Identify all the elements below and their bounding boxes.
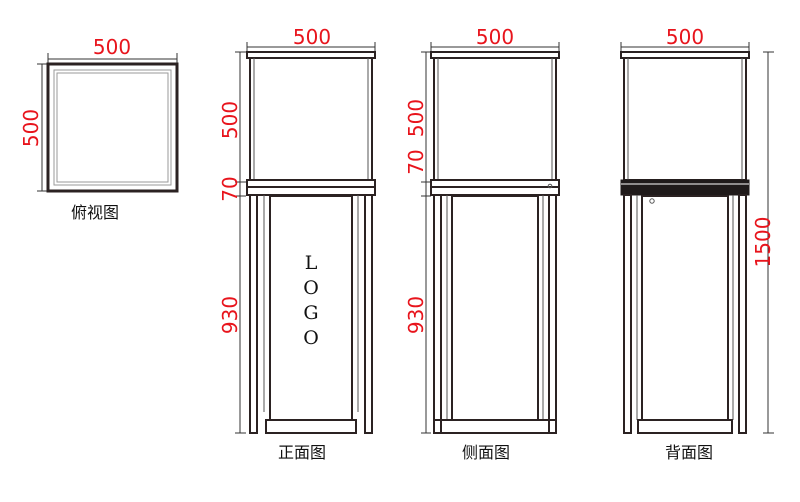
top-view-caption: 俯视图 — [71, 203, 119, 222]
front-base-height-label: 930 — [218, 296, 242, 334]
back-view-caption: 背面图 — [665, 443, 713, 462]
side-band-height-label: 70 — [404, 149, 428, 174]
front-plinth — [265, 419, 357, 434]
front-width-label: 500 — [293, 25, 331, 49]
top-inner-square-2 — [56, 72, 169, 183]
side-view: 500 500 70 930 侧面图 — [404, 25, 560, 462]
front-band-lower — [246, 186, 376, 196]
back-door-panel — [641, 195, 729, 421]
back-lock-icon — [649, 198, 655, 204]
back-width-label: 500 — [666, 25, 704, 49]
front-glass-box — [249, 57, 373, 181]
side-glass-height-label: 500 — [404, 99, 428, 137]
front-view: 500 500 70 930 L O G O 正面图 — [218, 25, 376, 462]
side-glass-box — [433, 57, 557, 181]
logo-letter-4: O — [303, 327, 319, 349]
front-leg-right — [364, 194, 373, 434]
front-view-caption: 正面图 — [278, 443, 326, 462]
top-depth-label: 500 — [19, 109, 43, 147]
back-total-height-label: 1500 — [751, 217, 775, 268]
back-leg-right — [738, 194, 747, 434]
side-leg-right — [548, 194, 557, 434]
back-glass-box — [623, 57, 747, 181]
back-band — [620, 179, 750, 196]
side-plinth — [433, 419, 557, 434]
front-leg-left — [249, 194, 258, 434]
logo-letter-2: O — [303, 277, 319, 299]
back-plinth — [637, 419, 733, 434]
logo-letter-3: G — [303, 302, 318, 324]
logo-letter-1: L — [305, 252, 318, 274]
side-band-lower — [430, 186, 560, 196]
front-band-height-label: 70 — [218, 176, 242, 201]
side-panel — [451, 195, 539, 421]
front-glass-height-label: 500 — [218, 101, 242, 139]
back-leg-left — [623, 194, 632, 434]
top-view: 500 500 俯视图 — [19, 35, 179, 222]
side-leg-left — [433, 194, 442, 434]
top-outer-square — [46, 62, 179, 193]
top-width-label: 500 — [93, 35, 131, 59]
side-lock-dot — [547, 183, 553, 189]
side-width-label: 500 — [476, 25, 514, 49]
side-view-caption: 侧面图 — [462, 443, 510, 462]
back-view: 500 1500 背面图 — [620, 25, 775, 462]
top-inner-square-1 — [53, 69, 172, 186]
front-band-upper — [246, 179, 376, 188]
side-base-height-label: 930 — [404, 296, 428, 334]
side-band-upper — [430, 179, 560, 188]
